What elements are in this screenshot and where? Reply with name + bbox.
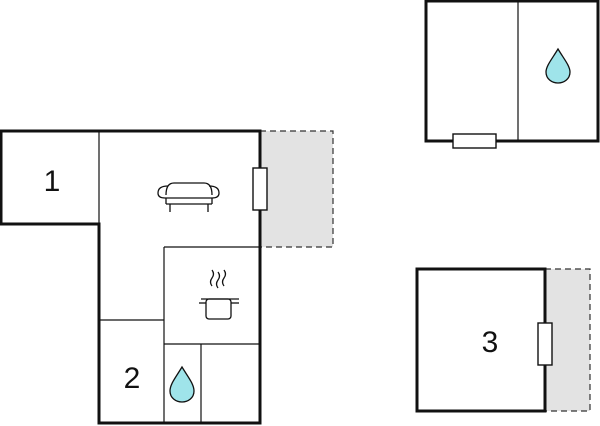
room-label-2: 2	[124, 362, 141, 395]
terrace-main-outline	[260, 130, 334, 248]
room-label-3: 3	[482, 326, 499, 359]
cooking-pot-icon	[199, 269, 239, 320]
annex-top	[424, 0, 600, 149]
terrace-main	[260, 131, 333, 247]
main-outer-wall	[0, 129, 262, 425]
annex-bottom: 3	[415, 267, 591, 413]
water-drop-icon	[169, 365, 195, 403]
room-label-1: 1	[44, 165, 61, 198]
window-room3-right	[537, 322, 553, 366]
sofa-icon	[157, 182, 220, 212]
annex-top-outer-wall	[424, 0, 600, 143]
terrace-room3-outline	[545, 268, 591, 412]
window-main-right	[252, 167, 268, 211]
water-drop-icon	[545, 47, 571, 84]
window-annex-bottom	[452, 133, 497, 149]
main-building: 1 2	[0, 129, 334, 425]
